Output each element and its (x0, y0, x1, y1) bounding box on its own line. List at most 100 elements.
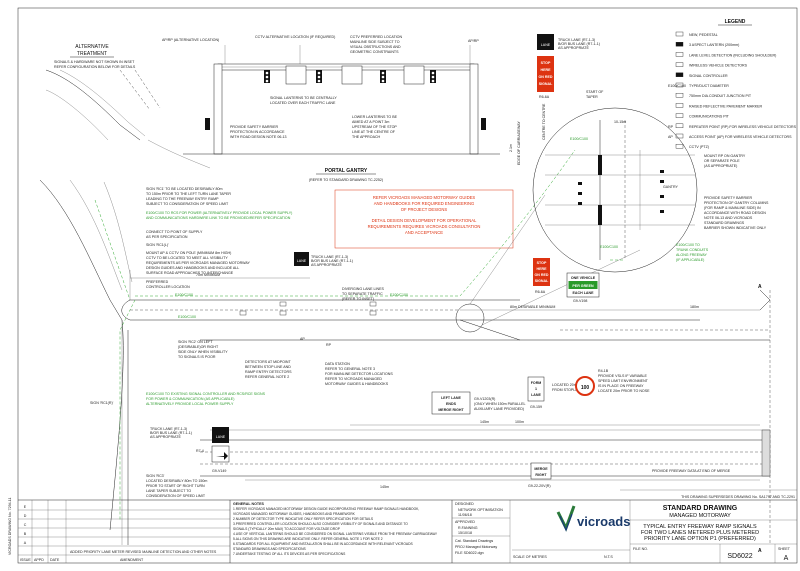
sign-appr-bottom: AS APPROPRIATE (150, 435, 181, 439)
sign-located20: LOCATED 20m (552, 383, 577, 387)
sign-lane-mid: LANE (297, 259, 307, 263)
general-note: 2.NUMBER OF DETECTOR TYPE INDICATIVE ONL… (233, 517, 374, 521)
notice-line-2: AND HANDBOOKS FOR REQUIRED ENGINEERING (374, 201, 475, 206)
legend-symbol-icon (675, 72, 684, 78)
sign-onred-right: ON RED (535, 273, 549, 277)
legend-symbol-icon (675, 42, 684, 47)
note-green-2: AND COMMUNICATIONS HARDWIRE LINK TO BE P… (146, 216, 291, 220)
sign-r2: R7-4 (196, 449, 204, 453)
note-ds-2: REFER TO GENERAL NOTE 3 (325, 367, 375, 371)
dim-145m-a: 145m (480, 420, 489, 424)
subtitle-3: PRIORITY LANE OPTION P1 (PREFERRED) (644, 536, 756, 542)
legend-code: RP (668, 125, 674, 129)
rev-a-text: ADDED PRIORITY LANE METER REVISED MAINLI… (70, 550, 217, 554)
sign-signal-right: SIGNAL (535, 279, 549, 283)
section-a-top: A (758, 284, 762, 290)
sign-form-3: LANE (531, 393, 541, 397)
sign-speed-note-4: LOCATE 20m PRIOR TO NOSE (598, 389, 650, 393)
designed-label: DESIGNED (455, 502, 474, 506)
legend-item: CCTV (PTZ) (689, 145, 709, 149)
notice-line-3: OF PROJECT DESIGNS (401, 207, 448, 212)
sign-stop-top: STOP (541, 61, 551, 65)
gantry-cctv-pref-4: GEOMETRIC CONSTRAINTS (350, 50, 399, 54)
file-no: FILE NO. (633, 547, 648, 551)
sign-speed-note-3: IS IN PLACE ON FREEWAY (598, 384, 644, 388)
legend-item: WIRELESS VEHICLE DETECTORS (689, 64, 748, 68)
note-mount-rp-2: OR SEPARATE POLE (704, 159, 740, 163)
scale-value: N.T.S (604, 555, 613, 559)
note-rc3-5: CONSIDERATION OF SPEED LIMIT (146, 494, 206, 498)
general-note: 5.ALL SIGNS ON THIS DRAWING ARE INDICATI… (233, 537, 383, 541)
sheet-border (17, 7, 798, 564)
note-rc1r: SIGN 'RC1(R)' (90, 401, 114, 405)
sheet-label: SHEET (778, 547, 791, 551)
sign-merge-1: MERGE (534, 467, 548, 471)
sign-g9-merge: G9-22-20V(R) (528, 484, 551, 488)
approved-by: R.FANNING (458, 526, 478, 530)
note-centre: CENTRE TO CENTRE (542, 103, 546, 140)
sign-speed-note-2: SPEED LIMIT ENVIRONMENT (598, 379, 649, 383)
sign-here-top: HERE (541, 68, 552, 72)
note-div-3: (REFER TO INSET) (342, 297, 374, 301)
note-rc1-4: SUBJECT TO CONSIDERATION OF SPEED LIMIT (146, 202, 229, 206)
sign-one-vehicle-3: EACH LANE (573, 291, 595, 295)
subtitle-2: FOR TWO LANES METERED PLUS METERED (641, 530, 759, 536)
note-trunk-2: TRUNK CONDUITS (676, 248, 709, 252)
cad-2: PROJ Managed Motorway (455, 545, 497, 549)
sign-one-vehicle-1: ONE VEHICLE (571, 276, 596, 280)
note-mount-5: SURFACE ROAD APPROACHES TO INTERCHANGE (146, 271, 234, 275)
note-green-1: E100/C100 TO RCS FOR POWER (ALTERNATIVEL… (146, 211, 292, 215)
gantry-cctv-pref-2: MAINLINE SIDE SUBJECT TO (350, 40, 400, 44)
note-mount-rp-3: (AS APPROPRIATE) (704, 164, 737, 168)
designed-date: 11/06/18 (458, 513, 472, 517)
gantry-lower-4: LINE AT THE CENTRE OF (352, 130, 396, 134)
rev-header-appd: APPD (34, 558, 44, 562)
dim-180m: 180m (690, 305, 699, 309)
sign-bus-lane-top: B/OR BUS LANE (R7-1-1) (558, 42, 600, 46)
sign-speed: 100 (581, 385, 590, 391)
title-2: MANAGED MOTORWAY (669, 513, 731, 519)
gantry-barrier-3: WITH ROAD DESIGN NOTE 06-13 (230, 135, 287, 139)
note-rc3-1: SIGN 'RC3' (146, 474, 165, 478)
general-note: 7.UNDERTAKE TESTING OF ALL ITS DEVICES A… (233, 552, 346, 556)
rev-letter: A (24, 541, 27, 545)
note-ds-1: DATA STATION (325, 362, 350, 366)
sign-appr-mid: AS APPROPRIATE (311, 263, 342, 267)
gantry-cctv-pref-1: CCTV PREFERRED LOCATION (350, 35, 402, 39)
note-rc1l: SIGN 'RC1(L)' (146, 243, 169, 247)
sign-only-when-2: AUXILIARY LANE PROVIDED) (474, 407, 524, 411)
sign-speed-code: R4-1B (598, 369, 609, 373)
sign-left-lane-3: MERGE RIGHT (438, 408, 464, 412)
note-rc2-2: (DESIRABLE)OR RIGHT (178, 345, 219, 349)
sign-truck-lane-top: TRUCK LANE (R7-1-3) (558, 38, 595, 42)
notice-line-1: REFER VICROADS MANAGED MOTORWAY GUIDES (373, 195, 476, 200)
legend-symbol-icon (675, 92, 684, 98)
sign-g9v1203: G9-V1203(R) (474, 397, 495, 401)
legend-code: E100/C100 (668, 84, 686, 88)
sign-g9v149: G9-V149 (212, 469, 226, 473)
vicroads-logo-icon (556, 505, 576, 532)
note-sb-2: PROTECTION OF GANTRY COLUMNS (704, 201, 769, 205)
dim-80m: 80m DESIRABLE MINIMUM (510, 305, 555, 309)
sign-from-stop: FROM STOPLINE (552, 388, 582, 392)
sign-one-vehicle-2: PER GREEN (572, 284, 594, 288)
alt-title-1: ALTERNATIVE (75, 44, 109, 50)
note-ds-4: REFER TO VICROADS MANAGED (325, 377, 382, 381)
sign-lane-top: LANE (541, 43, 551, 47)
gantry-dim: 2.1m (509, 144, 513, 152)
scale-label: SCALE OF METRES (513, 555, 547, 559)
note-trunk-3: ALONG FREEWAY (676, 253, 708, 257)
note-green-4: FOR POWER & COMMUNICATION (AS APPLICABLE… (146, 397, 234, 401)
legend-item: 3 ASPECT LANTERN (200mm) (689, 43, 739, 47)
note-ds-5: MOTORWAY GUIDES & HANDBOOKS (325, 382, 389, 386)
note-rc3-2: LOCATED DESIRABLY 80m TO 150m (146, 479, 207, 483)
note-sb-1: PROVIDE SAFETY BARRIER (704, 196, 752, 200)
sign-signal-top: SIGNAL (539, 82, 553, 86)
gantry-barrier-1: PROVIDE SAFETY BARRIER (230, 125, 278, 129)
inset-start-taper-1: START OF (586, 90, 604, 94)
inset-gantry: GANTRY (663, 185, 679, 189)
note-mount-1: MOUNT AP & CCTV ON POLE (MINIMUM 8m HIGH… (146, 251, 231, 255)
legend-item: TYPE/DUCT DIAMETER (689, 84, 729, 88)
sign-onred-top: ON RED (539, 75, 553, 79)
